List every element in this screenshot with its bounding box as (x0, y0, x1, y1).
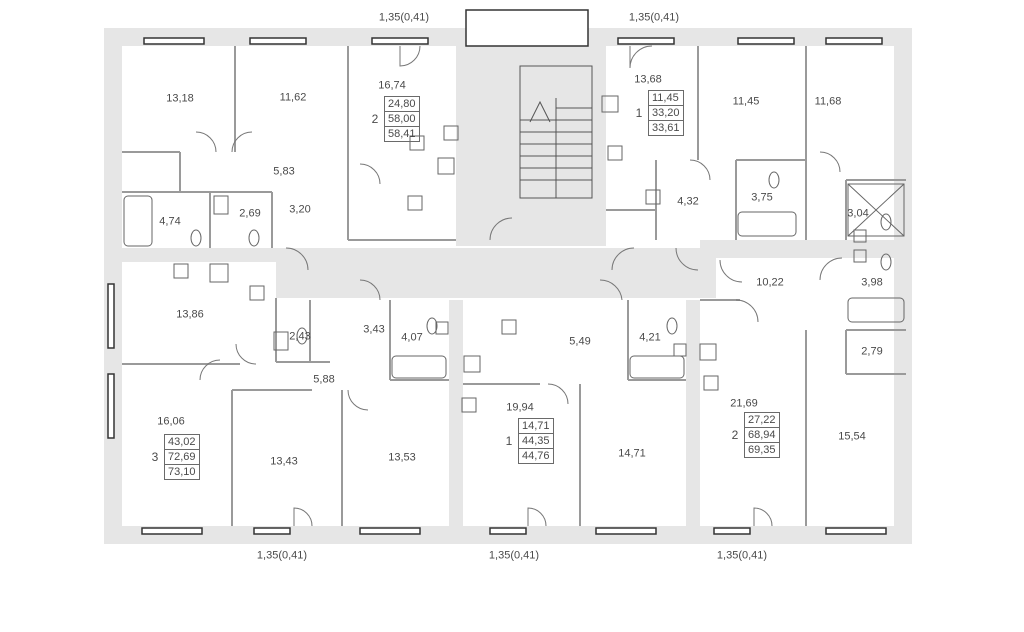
apartment-areas: 11,45 33,20 33,61 (648, 90, 684, 136)
room-area-label: 4,32 (677, 195, 699, 208)
apartment-areas: 24,80 58,00 58,41 (384, 96, 420, 142)
room-area-label: 3,20 (289, 203, 311, 216)
room-area-label: 5,83 (273, 165, 295, 178)
apartment-areas: 27,22 68,94 69,35 (744, 412, 780, 458)
living-area: 24,80 (388, 98, 416, 110)
room-area-label: 3,98 (861, 276, 883, 289)
total-area: 72,69 (165, 449, 199, 464)
room-area-label: 4,07 (401, 331, 423, 344)
room-area-label: 11,45 (732, 95, 760, 108)
apartment-info: 1 14,71 44,35 44,76 (500, 418, 554, 464)
living-area: 11,45 (652, 92, 679, 104)
doors (195, 45, 843, 527)
room-area-label: 10,22 (756, 276, 784, 289)
interior-walls (122, 46, 906, 526)
room-area-label: 2,79 (861, 345, 883, 358)
room-area-label: 2,43 (289, 330, 311, 343)
room-area-label: 3,04 (847, 207, 869, 220)
apartment-rooms: 1 (505, 434, 513, 448)
room-area-label: 3,75 (751, 191, 773, 204)
room-area-label: 5,49 (569, 335, 591, 348)
apartment-info: 2 27,22 68,94 69,35 (726, 412, 780, 458)
room-area-label: 16,06 (157, 415, 185, 428)
room-area-label: 4,21 (639, 331, 661, 344)
apartment-areas: 43,02 72,69 73,10 (164, 434, 200, 480)
apartment-areas: 14,71 44,35 44,76 (518, 418, 554, 464)
room-area-label: 4,74 (159, 215, 181, 228)
room-area-label: 13,18 (166, 92, 194, 105)
room-area-label: 5,88 (313, 373, 335, 386)
total-area-with-balcony: 33,61 (649, 120, 683, 135)
room-area-label: 2,69 (239, 207, 261, 220)
staircase (519, 65, 593, 199)
room-area-label: 21,69 (730, 397, 758, 410)
total-area-with-balcony: 73,10 (165, 464, 199, 479)
total-area: 68,94 (745, 427, 779, 442)
total-area-with-balcony: 58,41 (385, 126, 419, 141)
total-area: 58,00 (385, 111, 419, 126)
room-area-label: 13,53 (388, 451, 416, 464)
apartment-rooms: 2 (371, 112, 379, 126)
room-area-label: 13,86 (176, 308, 204, 321)
living-area: 27,22 (748, 414, 776, 426)
balcony-area-label: 1,35(0,41) (488, 549, 540, 562)
balcony-area-label: 1,35(0,41) (628, 11, 680, 24)
room-area-label: 14,71 (618, 447, 646, 460)
balcony-area-label: 1,35(0,41) (716, 549, 768, 562)
room-area-label: 19,94 (506, 401, 534, 414)
balcony-area-label: 1,35(0,41) (256, 549, 308, 562)
room-area-label: 15,54 (838, 430, 866, 443)
total-area: 33,20 (649, 105, 683, 120)
bathroom-fixtures (123, 95, 905, 413)
apartment-info: 2 24,80 58,00 58,41 (366, 96, 420, 142)
total-area-with-balcony: 69,35 (745, 442, 779, 457)
apartment-rooms: 2 (731, 428, 739, 442)
total-area-with-balcony: 44,76 (519, 448, 553, 463)
living-area: 43,02 (168, 436, 196, 448)
apartment-rooms: 1 (635, 106, 643, 120)
outer-walls (104, 28, 912, 544)
windows (107, 9, 887, 535)
apartment-info: 3 43,02 72,69 73,10 (146, 434, 200, 480)
room-area-label: 3,43 (363, 323, 385, 336)
apartment-info: 1 11,45 33,20 33,61 (630, 90, 684, 136)
room-area-label: 16,74 (378, 79, 406, 92)
room-area-label: 11,68 (814, 95, 842, 108)
apartment-rooms: 3 (151, 450, 159, 464)
total-area: 44,35 (519, 433, 553, 448)
room-area-label: 13,68 (634, 73, 662, 86)
balcony-area-label: 1,35(0,41) (378, 11, 430, 24)
room-area-label: 11,62 (279, 91, 307, 104)
room-area-label: 13,43 (270, 455, 298, 468)
living-area: 14,71 (522, 420, 550, 432)
